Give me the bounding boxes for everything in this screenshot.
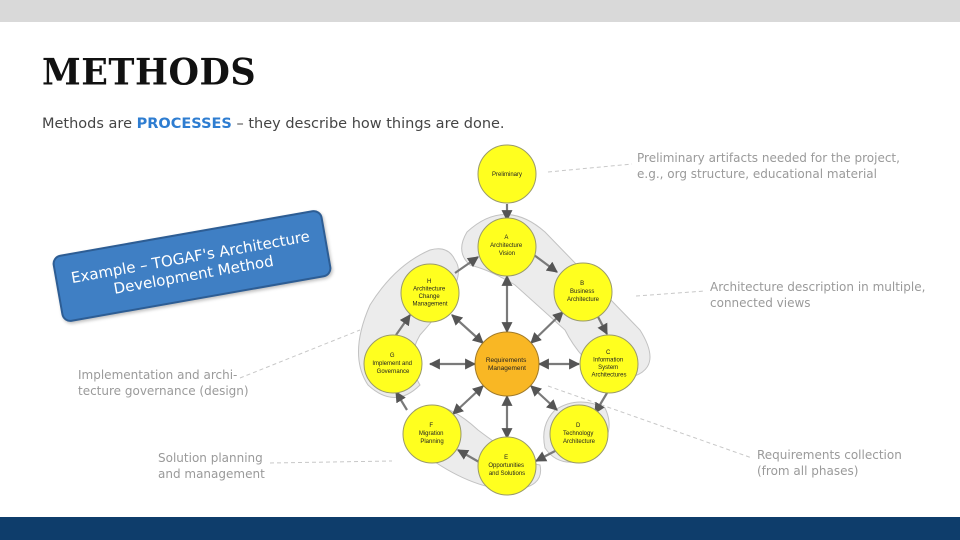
svg-text:H Architecture Cha: H Architecture Change Management (412, 279, 447, 308)
leader-preliminary (547, 163, 633, 173)
node-g-line-0: G (390, 353, 395, 359)
slide-title: METHODS (42, 50, 257, 95)
annotation-leaders (239, 163, 753, 464)
spoke-b (530, 311, 564, 344)
leader-solution (269, 460, 393, 464)
node-c-line-1: Information (593, 358, 623, 364)
subtitle-prefix: Methods are (42, 116, 137, 132)
node-h-line-1: Architecture (413, 287, 446, 293)
svg-text:B Business Archite: B Business Architecture (567, 281, 600, 303)
node-d: D Technology Architecture (549, 404, 609, 464)
annotation-solution: Solution planning and management (158, 450, 265, 482)
svg-text:E Opportunities an: E Opportunities and Solutions (488, 455, 525, 477)
annotation-implementation-line-1: Implementation and archi- (78, 368, 238, 382)
svg-text:G Implement and Go: G Implement and Governance (372, 353, 413, 375)
node-h-line-0: H (427, 279, 431, 285)
node-g-line-2: Governance (377, 369, 410, 375)
node-e-line-1: Opportunities (488, 463, 524, 469)
annotation-preliminary-line-2: e.g., org structure, educational materia… (637, 167, 877, 181)
node-preliminary-line-0: Preliminary (492, 172, 522, 178)
node-requirements-management: Requirements Management (474, 331, 540, 397)
annotation-preliminary: Preliminary artifacts needed for the pro… (637, 150, 900, 182)
node-f: F Migration Planning (402, 404, 462, 464)
arrow-d-e (535, 449, 558, 462)
arrow-h-a (454, 256, 479, 274)
node-b-line-0: B (580, 281, 584, 287)
node-d-line-2: Architecture (563, 439, 596, 445)
node-c: C Information System Architectures (579, 334, 639, 394)
node-e-line-0: E (504, 455, 508, 461)
node-h-line-3: Management (412, 302, 447, 308)
node-preliminary: Preliminary (477, 144, 537, 204)
node-a-line-2: Vision (499, 251, 515, 257)
footer-bar (0, 517, 960, 540)
svg-text:D Technology Archi: D Technology Architecture (563, 423, 596, 445)
node-b-line-1: Business (570, 289, 594, 295)
spoke-d (530, 385, 558, 411)
svg-text:A Architecture Vis: A Architecture Vision (490, 235, 524, 257)
top-bar (0, 0, 960, 22)
annotation-requirements-line-2: (from all phases) (757, 464, 859, 478)
node-f-line-2: Planning (420, 439, 443, 445)
node-c-line-0: C (606, 350, 611, 356)
node-b: B Business Architecture (553, 262, 613, 322)
spoke-h (451, 314, 484, 344)
annotation-description-line-1: Architecture description in multiple, (710, 280, 926, 294)
slide-subtitle: Methods are PROCESSES – they describe ho… (42, 116, 505, 132)
svg-text:Preliminary: Preliminary (492, 172, 522, 178)
annotation-description: Architecture description in multiple, co… (710, 279, 925, 311)
svg-text:Requirements Management: Requirements Management (486, 357, 528, 372)
annotation-requirements: Requirements collection (from all phases… (757, 447, 902, 479)
annotation-preliminary-line-1: Preliminary artifacts needed for the pro… (637, 151, 900, 165)
node-a: A Architecture Vision (477, 217, 537, 277)
node-g-line-1: Implement and (372, 361, 412, 367)
annotation-requirements-line-1: Requirements collection (757, 448, 902, 462)
spoke-f (452, 385, 484, 415)
node-c-line-3: Architectures (591, 373, 626, 379)
subtitle-highlight: PROCESSES (136, 116, 232, 132)
annotation-solution-line-2: and management (158, 467, 265, 481)
node-h: H Architecture Change Management (400, 263, 460, 323)
subtitle-suffix: – they describe how things are done. (231, 116, 505, 132)
node-h-line-2: Change (419, 294, 441, 300)
leader-description (635, 290, 706, 297)
arrow-c-d (594, 392, 608, 414)
annotation-implementation: Implementation and archi- tecture govern… (78, 367, 249, 399)
node-e-line-2: and Solutions (489, 471, 525, 477)
node-f-line-0: F (429, 423, 433, 429)
node-a-line-1: Architecture (490, 243, 523, 249)
svg-text:F Migration Planni: F Migration Planning (419, 423, 445, 445)
node-f-line-1: Migration (419, 431, 444, 437)
annotation-solution-line-1: Solution planning (158, 451, 263, 465)
arrow-f-g (395, 391, 408, 411)
annotation-implementation-line-2: tecture governance (design) (78, 384, 249, 398)
node-d-line-0: D (576, 423, 581, 429)
node-a-line-0: A (504, 235, 508, 241)
node-center-line-1: Management (488, 365, 526, 372)
leader-requirements (547, 385, 753, 459)
node-e: E Opportunities and Solutions (477, 436, 537, 496)
arrow-e-f (457, 449, 480, 463)
arrow-g-h (395, 314, 411, 336)
leader-implementation (239, 329, 361, 379)
connector-arrows (395, 204, 608, 463)
arrow-a-b (533, 254, 558, 273)
node-d-line-1: Technology (563, 431, 593, 437)
node-center-line-0: Requirements (486, 357, 527, 364)
node-c-line-2: System (598, 365, 618, 371)
center-spokes (428, 274, 581, 440)
svg-text:C Information Syst: C Information System Architectures (591, 350, 626, 379)
node-g: G Implement and Governance (363, 334, 423, 394)
node-b-line-2: Architecture (567, 297, 600, 303)
annotation-description-line-2: connected views (710, 296, 811, 310)
